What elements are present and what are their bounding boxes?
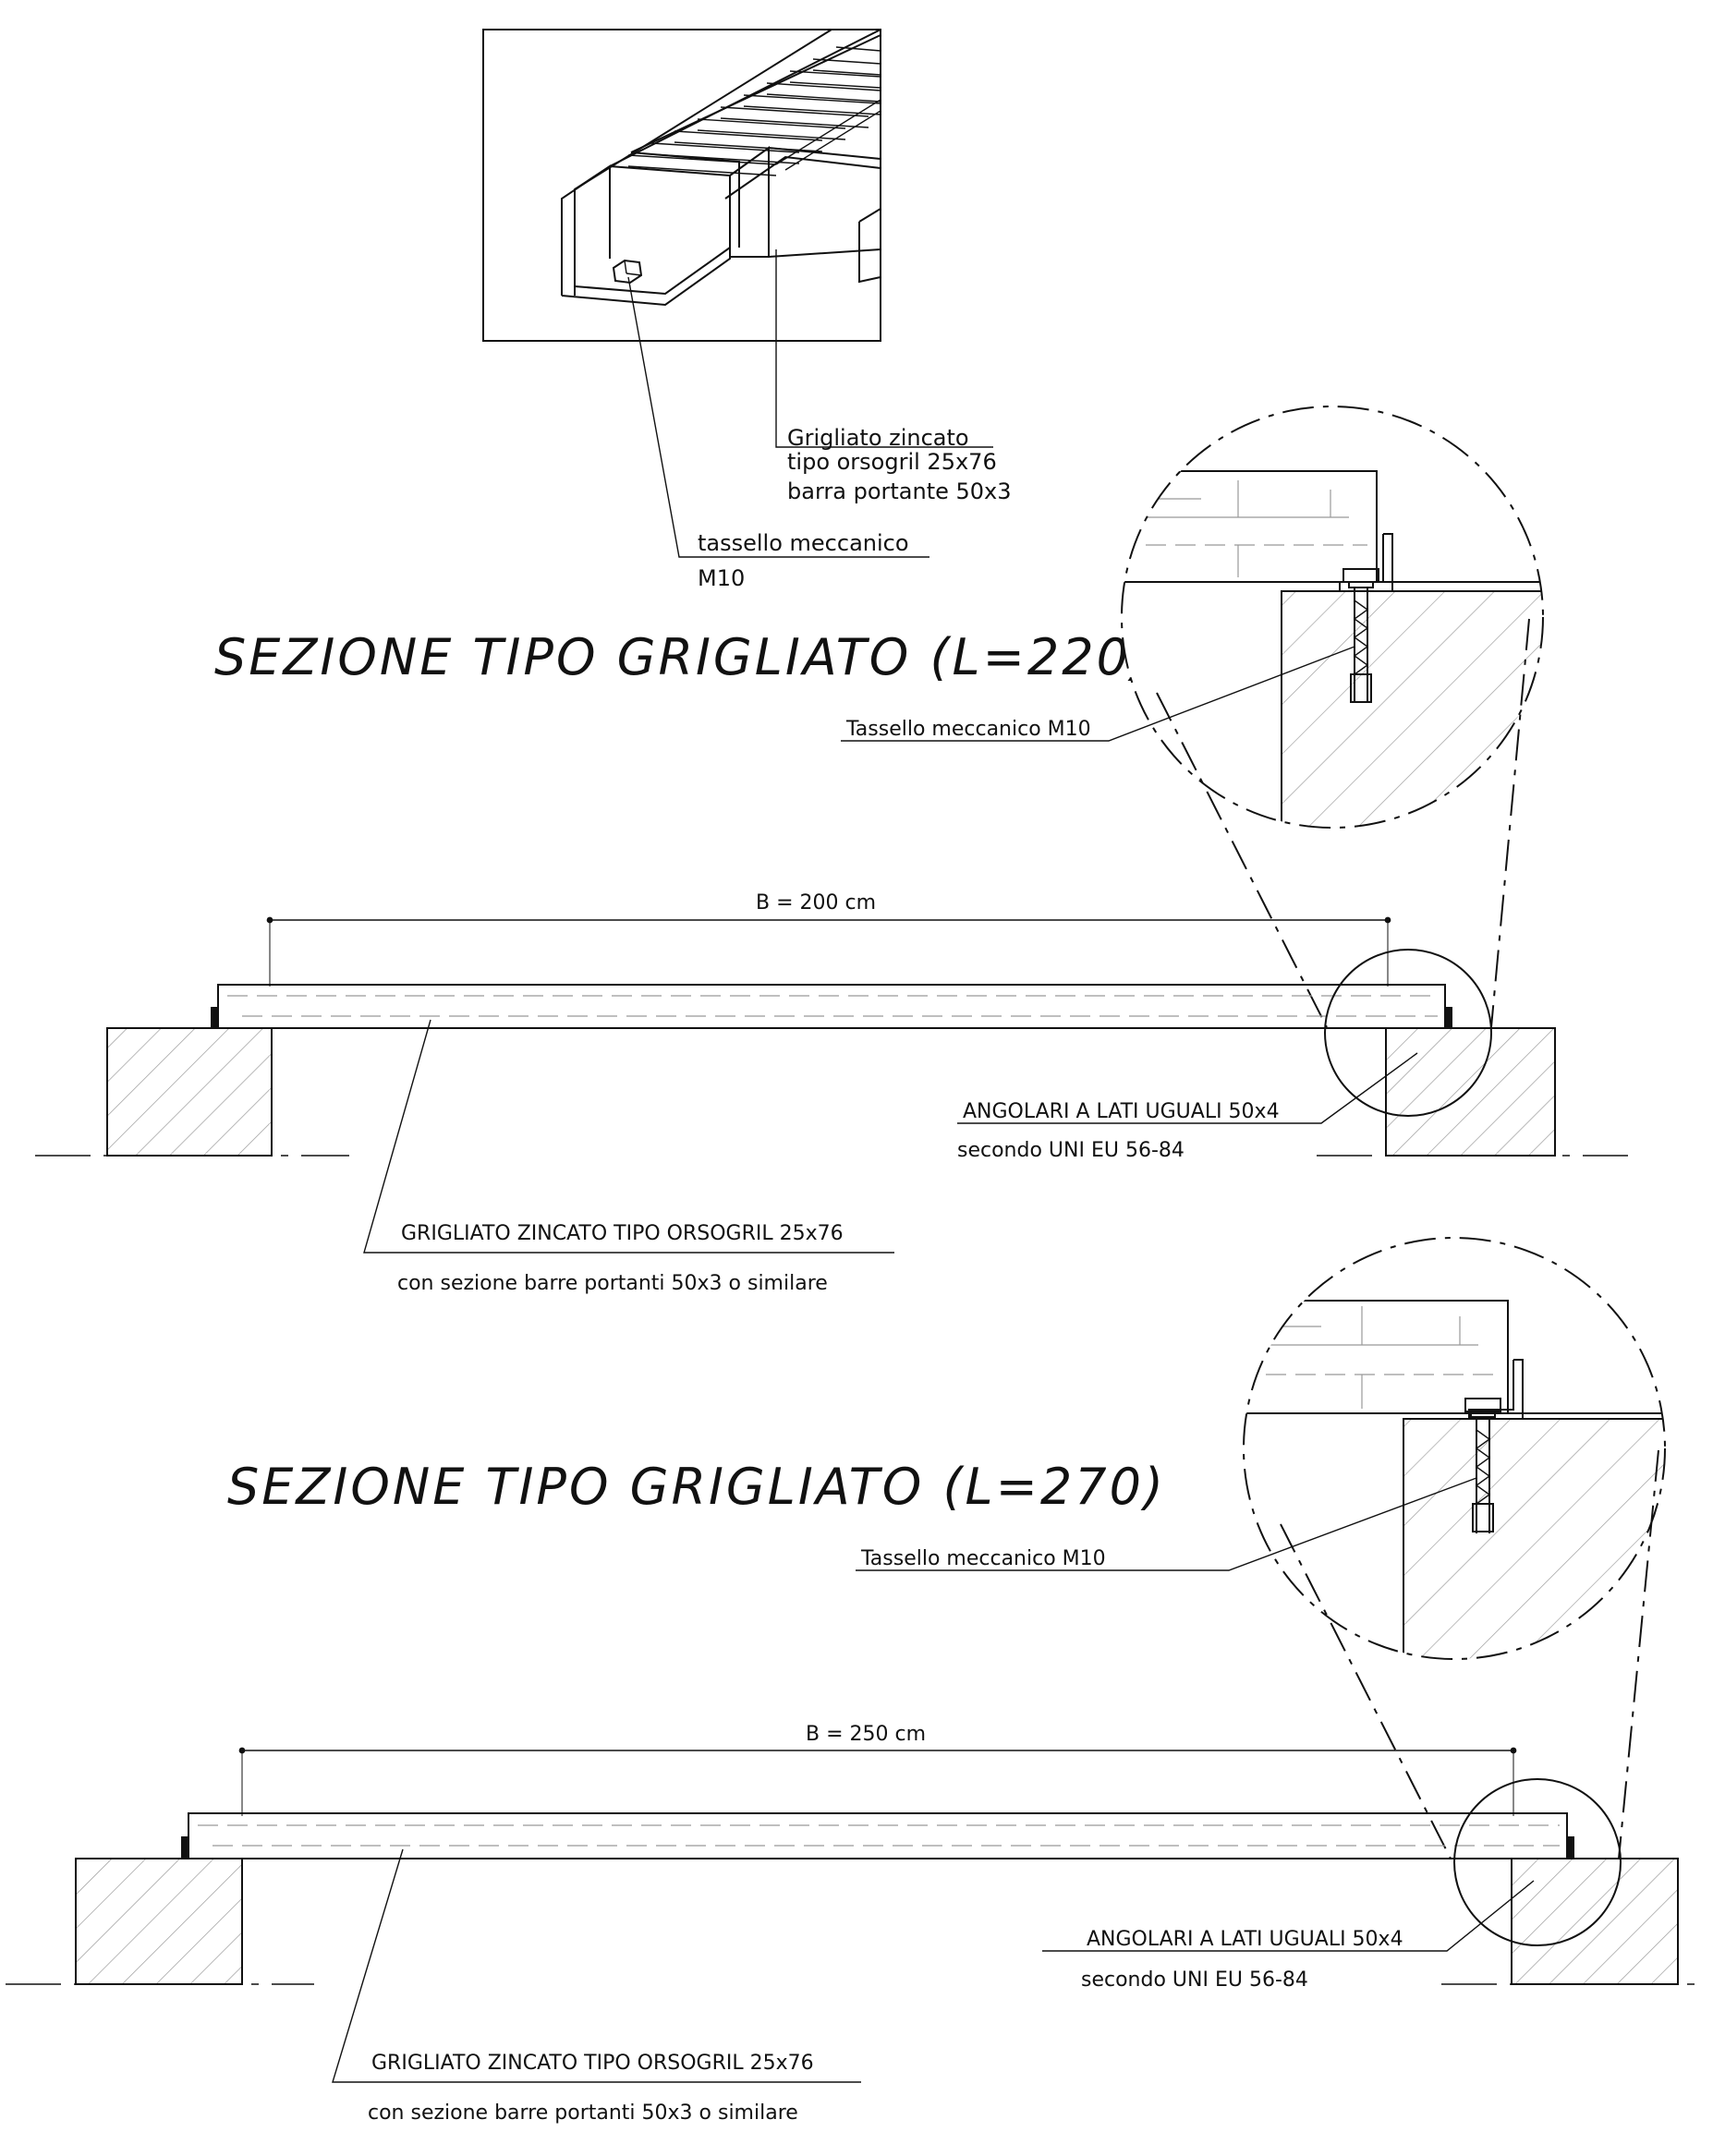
iso-grating-bars — [561, 29, 881, 307]
section2-angolari-2: secondo UNI EU 56-84 — [1081, 1968, 1308, 1992]
section1-angolari-1: ANGOLARI A LATI UGUALI 50x4 — [963, 1100, 1280, 1123]
section1-grigliato-2: con sezione barre portanti 50x3 o simila… — [397, 1272, 828, 1295]
section1-drawing: SEZIONE TIPO GRIGLIATO (L=220) — [35, 406, 1628, 1295]
section1-angolari-2: secondo UNI EU 56-84 — [957, 1139, 1185, 1162]
section2-detail-circle — [1243, 1237, 1666, 1660]
section2-detail-tassello: Tassello meccanico M10 — [860, 1547, 1106, 1570]
iso-label-tassello-2: M10 — [698, 565, 745, 591]
section2-grigliato-1: GRIGLIATO ZINCATO TIPO ORSOGRIL 25x76 — [371, 2052, 814, 2075]
iso-frame — [482, 29, 881, 342]
section1-title: SEZIONE TIPO GRIGLIATO (L=220) — [214, 628, 1153, 686]
section2-left-support — [75, 1858, 243, 1985]
section2-drawing: SEZIONE TIPO GRIGLIATO (L=270) — [6, 1237, 1700, 2125]
iso-label-grigliato-2: tipo orsogril 25x76 — [787, 449, 997, 475]
section1-detail-tassello: Tassello meccanico M10 — [845, 718, 1091, 741]
iso-label-tassello-1: tassello meccanico — [698, 530, 909, 556]
iso-label-grigliato-3: barra portante 50x3 — [787, 478, 1012, 504]
iso-label-grigliato-1: Grigliato zincato — [787, 425, 969, 451]
section1-detail-circle — [1121, 406, 1544, 829]
isometric-detail — [482, 29, 993, 558]
section2-title: SEZIONE TIPO GRIGLIATO (L=270) — [227, 1458, 1166, 1516]
section2-angolari-1: ANGOLARI A LATI UGUALI 50x4 — [1087, 1928, 1403, 1951]
iso-cross-bars — [627, 46, 881, 176]
section1-grating — [211, 984, 1452, 1029]
section1-grigliato-1: GRIGLIATO ZINCATO TIPO ORSOGRIL 25x76 — [401, 1222, 844, 1245]
iso-bolt — [612, 259, 643, 285]
section1-dimension: B = 200 cm — [756, 891, 876, 914]
section2-grating — [181, 1812, 1574, 1859]
section1-right-support — [1385, 1027, 1556, 1157]
section2-grigliato-2: con sezione barre portanti 50x3 o simila… — [368, 2101, 798, 2125]
section1-left-support — [106, 1027, 273, 1157]
section2-dimension: B = 250 cm — [806, 1723, 926, 1746]
